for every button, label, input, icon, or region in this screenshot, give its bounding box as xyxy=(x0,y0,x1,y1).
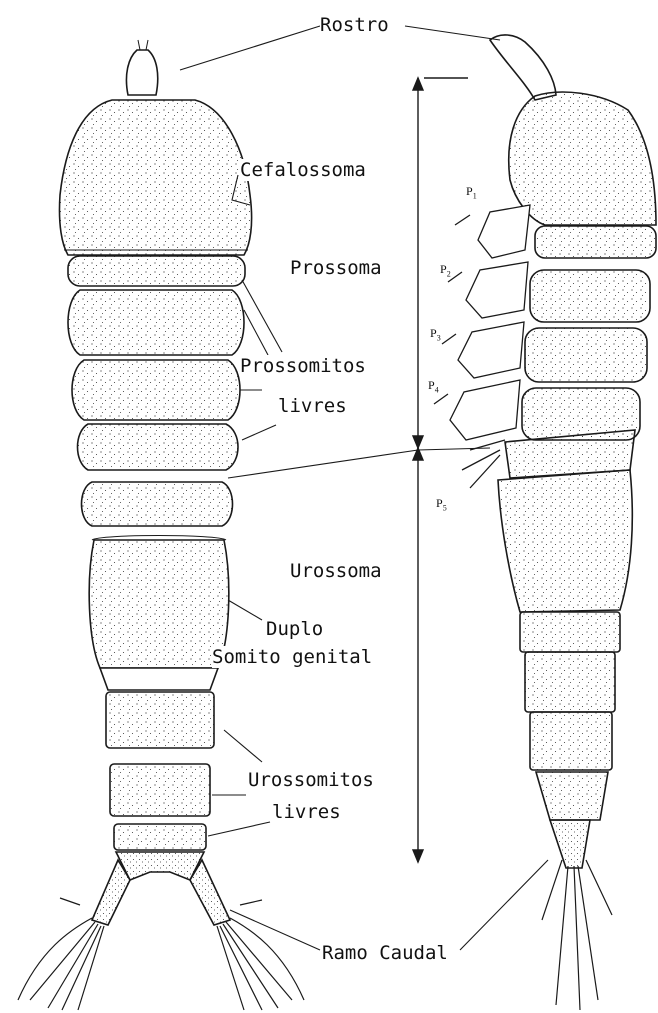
leader-rostro-left xyxy=(180,26,320,70)
lateral-caudal-setae xyxy=(542,860,612,1010)
leader-duplo xyxy=(228,600,262,620)
label-cefalossoma: Cefalossoma xyxy=(240,159,366,181)
lateral-prosomite-2 xyxy=(530,270,650,322)
label-urossoma: Urossoma xyxy=(290,560,382,582)
lateral-urosomite-1 xyxy=(520,612,620,652)
leader-urossomitos-c xyxy=(208,822,270,836)
lateral-rostrum xyxy=(490,35,556,100)
label-leg-p1: P1 xyxy=(466,184,477,203)
dorsal-urosomite-1 xyxy=(106,692,214,748)
label-ramo-caudal: Ramo Caudal xyxy=(322,942,448,964)
dorsal-caudal-ramus-right xyxy=(190,860,230,925)
dorsal-caudal-ramus-left xyxy=(92,860,130,925)
lateral-caudal-ramus xyxy=(550,820,590,868)
dorsal-prosomite-2 xyxy=(68,290,244,355)
dorsal-anal-segment xyxy=(116,852,204,880)
dorsal-view xyxy=(59,40,251,925)
dorsal-urosomite-3 xyxy=(114,824,206,850)
leader-prossomitos-a xyxy=(242,280,282,352)
lateral-view xyxy=(490,35,656,868)
label-leg-p3: P3 xyxy=(430,326,441,345)
leader-somite-boundary xyxy=(228,448,490,478)
label-prossoma: Prossoma xyxy=(290,257,382,279)
label-somito-genital: Somito genital xyxy=(212,646,372,668)
leg-p4 xyxy=(450,380,520,440)
dorsal-prosomite-5 xyxy=(82,482,233,526)
dorsal-prosomite-1 xyxy=(68,256,245,286)
lateral-urosome xyxy=(498,470,632,612)
dorsal-prosomite-4 xyxy=(78,424,239,470)
lateral-urosomite-2 xyxy=(525,652,615,712)
label-urossomitos: Urossomitos xyxy=(248,769,374,791)
dorsal-cephalosome xyxy=(59,100,251,255)
dorsal-urosomite-2 xyxy=(110,764,210,816)
lateral-urosomite-3 xyxy=(530,712,612,770)
label-leg-p4: P4 xyxy=(428,378,439,397)
lateral-prosomite-3 xyxy=(525,328,647,382)
label-leg-p2: P2 xyxy=(440,262,451,281)
dorsal-prosomite-3 xyxy=(72,360,240,420)
dorsal-genital-somite xyxy=(89,540,229,668)
lateral-anal-segment xyxy=(536,772,608,820)
urosome-bracket xyxy=(413,448,423,862)
leg-p3 xyxy=(458,322,524,378)
leader-prossomitos-b xyxy=(244,310,268,355)
leader-rostro-right xyxy=(405,26,500,40)
dorsal-rostrum xyxy=(126,50,157,95)
leader-ramo-left xyxy=(230,910,320,950)
lateral-prosomite-1 xyxy=(535,226,656,258)
label-prossomitos: Prossomitos xyxy=(240,355,366,377)
label-duplo: Duplo xyxy=(266,618,323,640)
leg-p2 xyxy=(466,262,528,318)
leg-p1 xyxy=(478,205,530,258)
dorsal-caudal-setae xyxy=(18,898,304,1010)
leader-ramo-right xyxy=(460,860,548,950)
label-rostro: Rostro xyxy=(320,14,389,36)
label-urossomitos-livres: livres xyxy=(272,801,341,823)
leader-urossomitos-a xyxy=(224,730,262,762)
lateral-cephalosome xyxy=(509,92,656,225)
label-leg-p5: P5 xyxy=(436,496,447,515)
label-prossomitos-livres: livres xyxy=(278,395,347,417)
leader-prossomitos-d xyxy=(242,425,276,440)
